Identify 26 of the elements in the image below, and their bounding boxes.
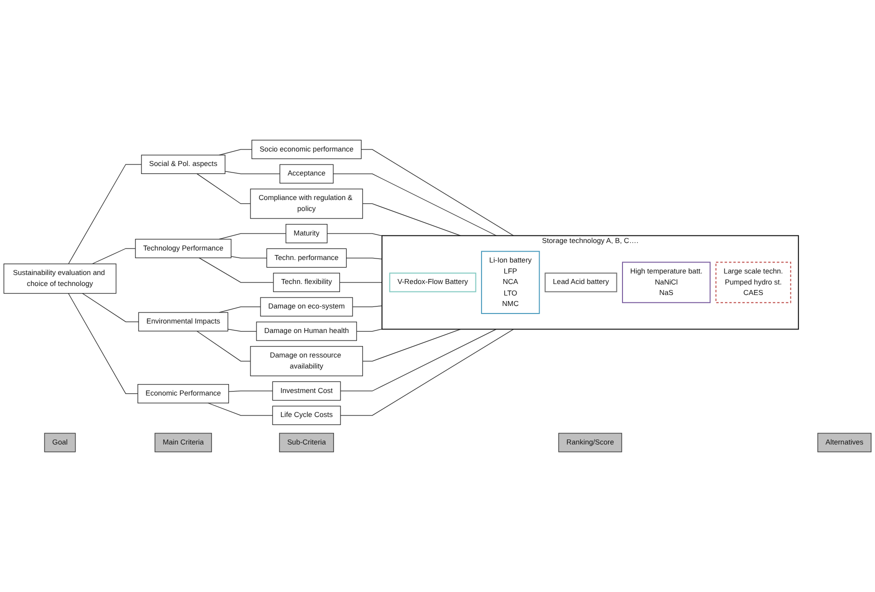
connector <box>68 293 138 394</box>
connector <box>196 330 251 362</box>
connector <box>230 256 268 258</box>
connector <box>198 258 274 283</box>
connector <box>340 328 514 416</box>
connector <box>82 293 139 322</box>
connector <box>346 258 382 260</box>
connector <box>326 233 382 236</box>
connector <box>228 390 273 392</box>
connector <box>196 173 251 204</box>
connector <box>224 170 280 174</box>
connector <box>339 282 382 283</box>
connector <box>218 149 252 156</box>
connector <box>356 328 382 332</box>
connector <box>352 305 382 308</box>
connector <box>332 174 497 236</box>
connector <box>218 233 286 240</box>
connector <box>92 248 136 264</box>
connector <box>362 203 461 236</box>
connector <box>208 402 273 416</box>
connector <box>360 149 514 236</box>
connector <box>340 328 497 392</box>
connector <box>362 328 461 362</box>
connector <box>228 328 257 332</box>
connector <box>68 164 142 264</box>
connector <box>218 306 261 313</box>
